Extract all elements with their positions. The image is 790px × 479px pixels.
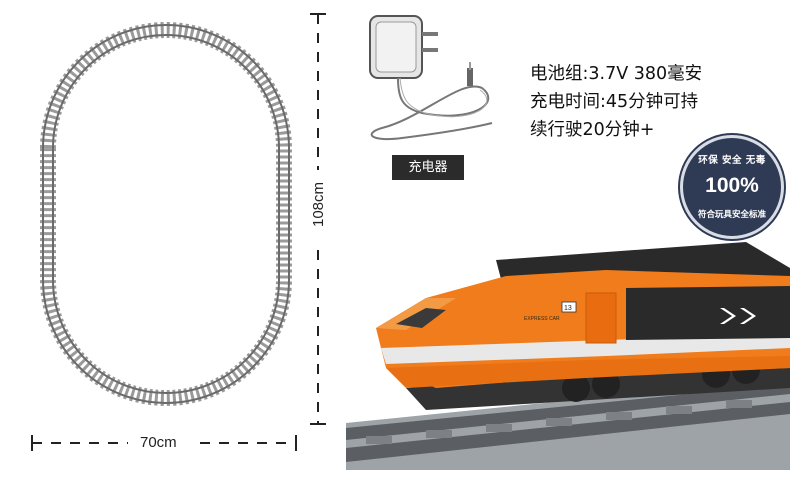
spec-run-time: 续行驶20分钟+ xyxy=(530,120,655,140)
width-dimension-line xyxy=(31,435,297,451)
safety-badge: 环保 安全 无毒 100% 符合玩具安全标准 xyxy=(680,135,784,239)
spec-battery: 电池组:3.7V 380毫安 xyxy=(530,64,703,84)
train-photo: EXPRESS CAR 13 xyxy=(346,242,790,470)
charger-icon xyxy=(369,15,493,140)
train-track xyxy=(346,378,790,470)
badge-center-text: 100% xyxy=(705,174,759,197)
oval-track-diagram xyxy=(31,13,326,451)
train-car-number: 13 xyxy=(564,305,572,312)
height-dimension-line xyxy=(310,13,326,425)
width-dimension-label: 70cm xyxy=(140,434,177,451)
charger-label: 充电器 xyxy=(392,155,464,180)
train-side-text: EXPRESS CAR xyxy=(524,316,560,322)
spec-charge-time: 充电时间:45分钟可持 xyxy=(530,92,699,112)
track-sleepers xyxy=(40,22,292,406)
height-dimension-label: 108cm xyxy=(310,181,328,228)
badge-bottom-text: 符合玩具安全标准 xyxy=(697,210,766,220)
track-inner-rail xyxy=(52,34,280,394)
battery-specs: 电池组:3.7V 380毫安 充电时间:45分钟可持 续行驶20分钟+ xyxy=(530,60,702,144)
badge-top-text: 环保 安全 无毒 xyxy=(698,155,766,166)
track-outer-rail xyxy=(42,24,290,404)
